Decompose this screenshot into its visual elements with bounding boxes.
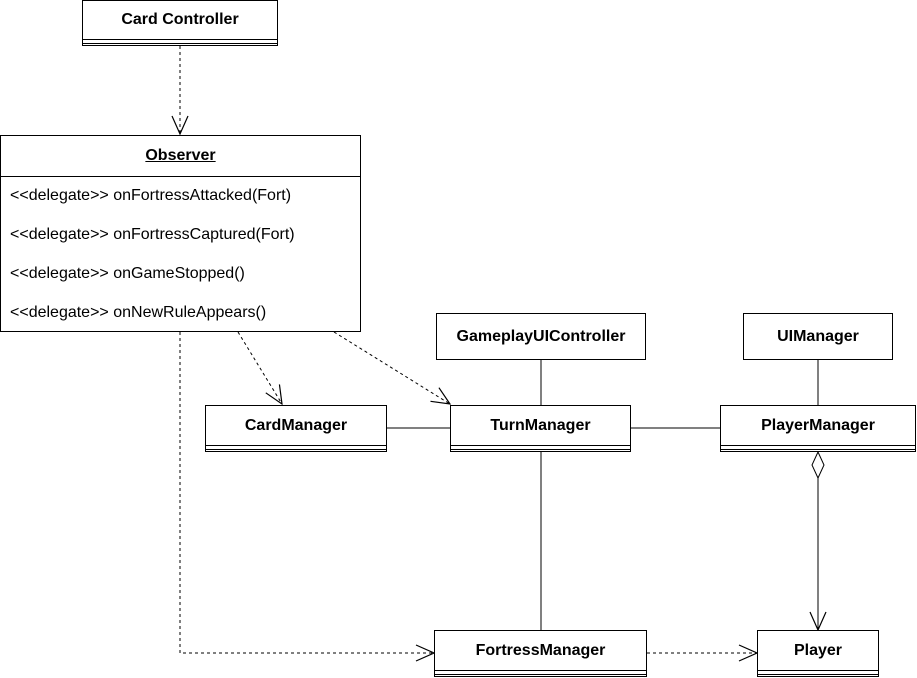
member-delegate: <<delegate>> onFortressCaptured(Fort) [10,226,295,243]
divider [1,176,360,177]
class-card-manager[interactable]: CardManager [205,405,387,452]
class-card-controller[interactable]: Card Controller [82,0,278,46]
class-name: GameplayUIController [456,328,626,345]
class-name: PlayerManager [761,417,875,434]
class-player[interactable]: Player [757,630,879,677]
edge-observer-fortressmanager [179,332,434,653]
divider [83,43,277,44]
divider [83,39,277,40]
member-delegate: <<delegate>> onFortressAttacked(Fort) [10,187,292,204]
divider [435,670,646,671]
member-delegate: <<delegate>> onGameStopped() [10,265,245,282]
class-name: UIManager [777,328,859,345]
class-observer[interactable]: Observer <<delegate>> onFortressAttacked… [0,135,361,332]
class-turn-manager[interactable]: TurnManager [450,405,631,452]
class-name: FortressManager [475,642,606,659]
class-name: Observer [145,147,216,164]
edge-observer-cardmanager [237,331,282,404]
divider [206,449,386,450]
class-name: CardManager [244,417,348,434]
divider [435,674,646,675]
member-delegate: <<delegate>> onNewRuleAppears() [10,304,267,321]
divider [206,445,386,446]
divider [758,670,878,671]
divider [451,445,630,446]
class-player-manager[interactable]: PlayerManager [720,405,916,452]
divider [721,445,915,446]
class-gameplay-ui-controller[interactable]: GameplayUIController [436,313,646,360]
class-name: TurnManager [490,417,591,434]
divider [451,449,630,450]
divider [721,449,915,450]
class-fortress-manager[interactable]: FortressManager [434,630,647,677]
edge-observer-turnmanager [333,331,450,404]
class-name: Card Controller [121,11,239,28]
class-name: Player [793,642,843,659]
aggregation-diamond [811,450,825,480]
divider [758,674,878,675]
class-ui-manager[interactable]: UIManager [743,313,893,360]
